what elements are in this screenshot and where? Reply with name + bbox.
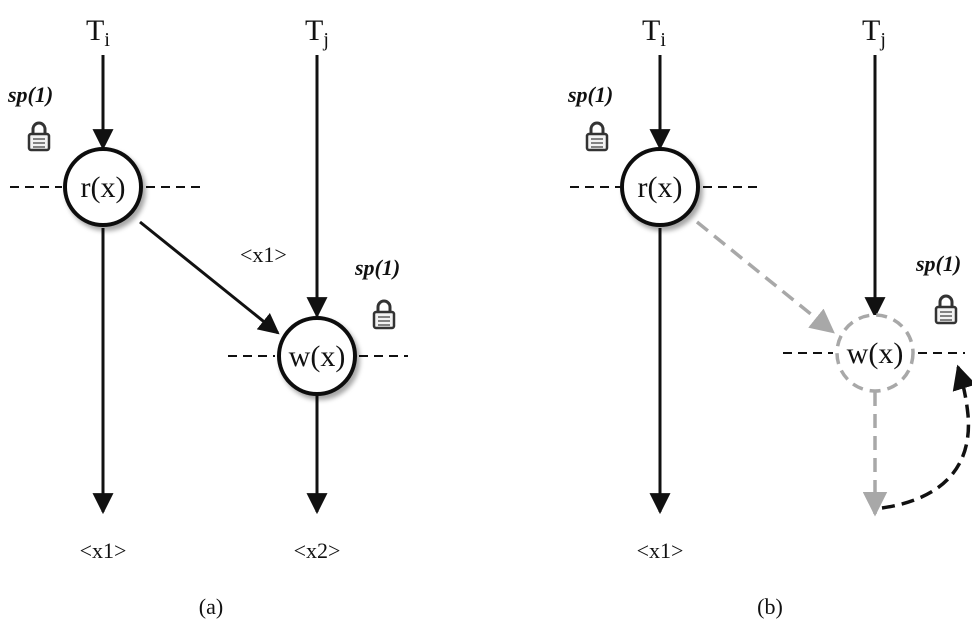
txn-i-label: Ti xyxy=(642,14,666,51)
savepoint-label-j: sp(1) xyxy=(915,251,961,276)
result-value-j: <x2> xyxy=(294,538,341,563)
txn-j-label: Tj xyxy=(305,14,329,51)
aborted-dependency-arrow xyxy=(695,220,835,334)
txn-i-label: Ti xyxy=(86,14,110,51)
write-node-label: w(x) xyxy=(847,337,904,370)
read-node: r(x) xyxy=(620,147,700,227)
result-value-i: <x1> xyxy=(637,538,684,563)
dependency-arrow xyxy=(139,220,280,335)
aborted-write-node: w(x) xyxy=(835,313,915,393)
panel-b: Ti Tj w(x) r(x) sp(1) sp(1) xyxy=(567,14,972,619)
lock-icon xyxy=(27,121,51,152)
read-node-label: r(x) xyxy=(81,171,126,204)
lock-icon xyxy=(934,294,958,325)
panel-a: Ti Tj r(x) w(x) sp(1) sp(1) < xyxy=(7,14,408,619)
txn-j-label: Tj xyxy=(862,14,886,51)
panel-caption: (a) xyxy=(199,594,223,619)
read-node-label: r(x) xyxy=(638,171,683,204)
panel-caption: (b) xyxy=(757,594,783,619)
savepoint-label-j: sp(1) xyxy=(354,255,400,280)
write-node-label: w(x) xyxy=(289,340,346,373)
savepoint-label-i: sp(1) xyxy=(7,82,53,107)
write-node: w(x) xyxy=(277,316,357,396)
lock-icon xyxy=(372,299,396,330)
rollback-arrow xyxy=(881,364,972,510)
lock-icon xyxy=(585,121,609,152)
value-before-write: <x1> xyxy=(240,242,287,267)
read-node: r(x) xyxy=(63,147,143,227)
result-value-i: <x1> xyxy=(80,538,127,563)
savepoint-label-i: sp(1) xyxy=(567,82,613,107)
